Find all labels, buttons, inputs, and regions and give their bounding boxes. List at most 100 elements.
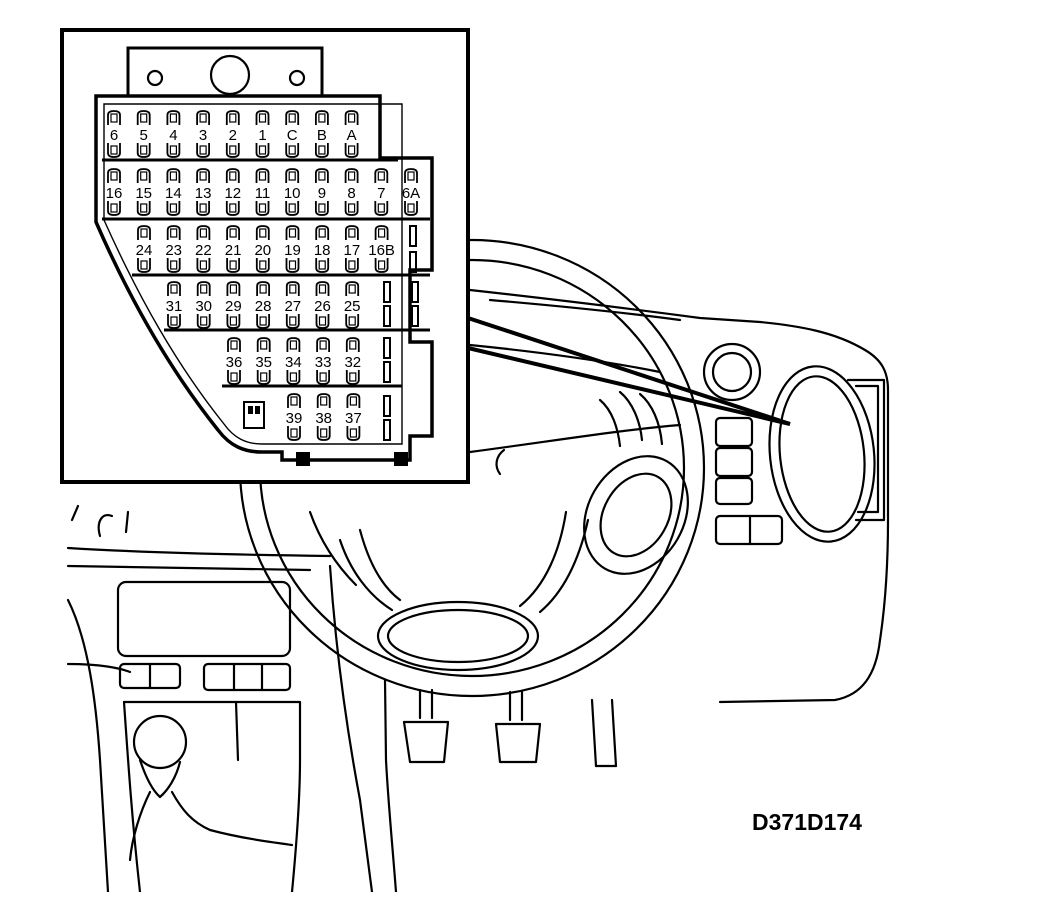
fuse-24: 24	[136, 225, 153, 273]
fuse-label: 7	[377, 185, 385, 202]
fuse-a: A	[344, 110, 359, 158]
fuse-label: 10	[284, 185, 301, 202]
fuse-label: 24	[136, 242, 153, 259]
fuse-label: 25	[344, 298, 361, 315]
fuse-label: 28	[255, 298, 272, 315]
fuse-label: 37	[345, 410, 362, 427]
fuse-label: 31	[166, 298, 183, 315]
fuse-16b: 16B	[368, 225, 395, 273]
fuse-10: 10	[284, 168, 301, 216]
spare-slots	[383, 225, 419, 441]
fuse-26: 26	[314, 281, 331, 329]
fuse-label: 6A	[402, 185, 420, 202]
fuse-8: 8	[344, 168, 359, 216]
fuse-2: 2	[225, 110, 240, 158]
fuse-label: 8	[347, 185, 355, 202]
fuse-13: 13	[195, 168, 212, 216]
fuse-36: 36	[226, 337, 242, 385]
fuse-label: 9	[318, 185, 326, 202]
diagram-id-label: D371D174	[752, 809, 862, 835]
fuse-label: 30	[195, 298, 212, 315]
fuse-label: 15	[135, 185, 152, 202]
fuse-label: 16	[106, 185, 123, 202]
fuse-label: 35	[255, 354, 272, 371]
fuse-27: 27	[284, 281, 301, 329]
fuse-39: 39	[286, 393, 303, 441]
fuse-label: 22	[195, 242, 212, 259]
fuse-label: 39	[286, 410, 303, 427]
fuse-11: 11	[255, 168, 270, 216]
fuse-label: 14	[165, 185, 182, 202]
mounting-hole-left	[146, 69, 164, 87]
fuse-label: 32	[344, 354, 361, 371]
row-separators	[102, 158, 430, 388]
mounting-tab	[126, 46, 324, 96]
fuse-7: 7	[374, 168, 389, 216]
fuse-label: 3	[199, 127, 207, 144]
fuse-32: 32	[344, 337, 361, 385]
fuse-label: 4	[169, 127, 177, 144]
fuse-label: 33	[315, 354, 332, 371]
fuse-label: 6	[110, 127, 118, 144]
fuse-label: 2	[229, 127, 237, 144]
fuse-21: 21	[225, 225, 242, 273]
bottom-clip-right	[394, 452, 408, 466]
fuse-label: 26	[314, 298, 331, 315]
fuse-label: 1	[258, 127, 266, 144]
fuse-9: 9	[315, 168, 329, 216]
fuse-19: 19	[284, 225, 301, 273]
fuse-label: 19	[284, 242, 301, 259]
fuse-34: 34	[285, 337, 302, 385]
fuse-label: 29	[225, 298, 242, 315]
fuse-label: A	[347, 127, 357, 144]
callout-pointer	[467, 316, 791, 426]
fuse-30: 30	[195, 281, 212, 329]
fuse-37: 37	[345, 393, 362, 441]
fuse-label: 21	[225, 242, 242, 259]
fuse-31: 31	[166, 281, 183, 329]
fuse-label: B	[317, 127, 327, 144]
fuse-14: 14	[165, 168, 182, 216]
fuse-box-outline	[94, 94, 434, 462]
fuse-label: 5	[140, 127, 148, 144]
mounting-hole-right	[288, 69, 306, 87]
fuse-17: 17	[344, 225, 361, 273]
fuse-33: 33	[315, 337, 332, 385]
fuse-6a: 6A	[402, 168, 420, 216]
fuse-label: 27	[284, 298, 301, 315]
fuse-b: B	[315, 110, 329, 158]
fuse-label: 18	[314, 242, 331, 259]
fuse-label: 34	[285, 354, 302, 371]
fuse-22: 22	[195, 225, 212, 273]
fuse-label: 20	[254, 242, 271, 259]
fuse-25: 25	[344, 281, 361, 329]
fuse-38: 38	[315, 393, 332, 441]
fuse-label: C	[287, 127, 298, 144]
mounting-hole-center	[209, 54, 251, 96]
fuse-29: 29	[225, 281, 242, 329]
fuse-6: 6	[107, 110, 121, 158]
fuse-15: 15	[135, 168, 152, 216]
fuse-18: 18	[314, 225, 331, 273]
fuse-label: 38	[315, 410, 332, 427]
fuse-label: 12	[224, 185, 241, 202]
fuse-16: 16	[106, 168, 123, 216]
fuse-35: 35	[255, 337, 272, 385]
fuse-label: 23	[165, 242, 182, 259]
fuse-28: 28	[255, 281, 272, 329]
fuse-1: 1	[255, 110, 270, 158]
fuse-label: 13	[195, 185, 212, 202]
fuse-label: 16B	[368, 242, 395, 259]
fuse-5: 5	[136, 110, 151, 158]
fuse-12: 12	[224, 168, 241, 216]
fuse-label: 17	[344, 242, 361, 259]
fuse-20: 20	[254, 225, 271, 273]
fuse-4: 4	[166, 110, 181, 158]
bottom-clip-left	[296, 452, 310, 466]
fuse-3: 3	[196, 110, 210, 158]
fuse-23: 23	[165, 225, 182, 273]
